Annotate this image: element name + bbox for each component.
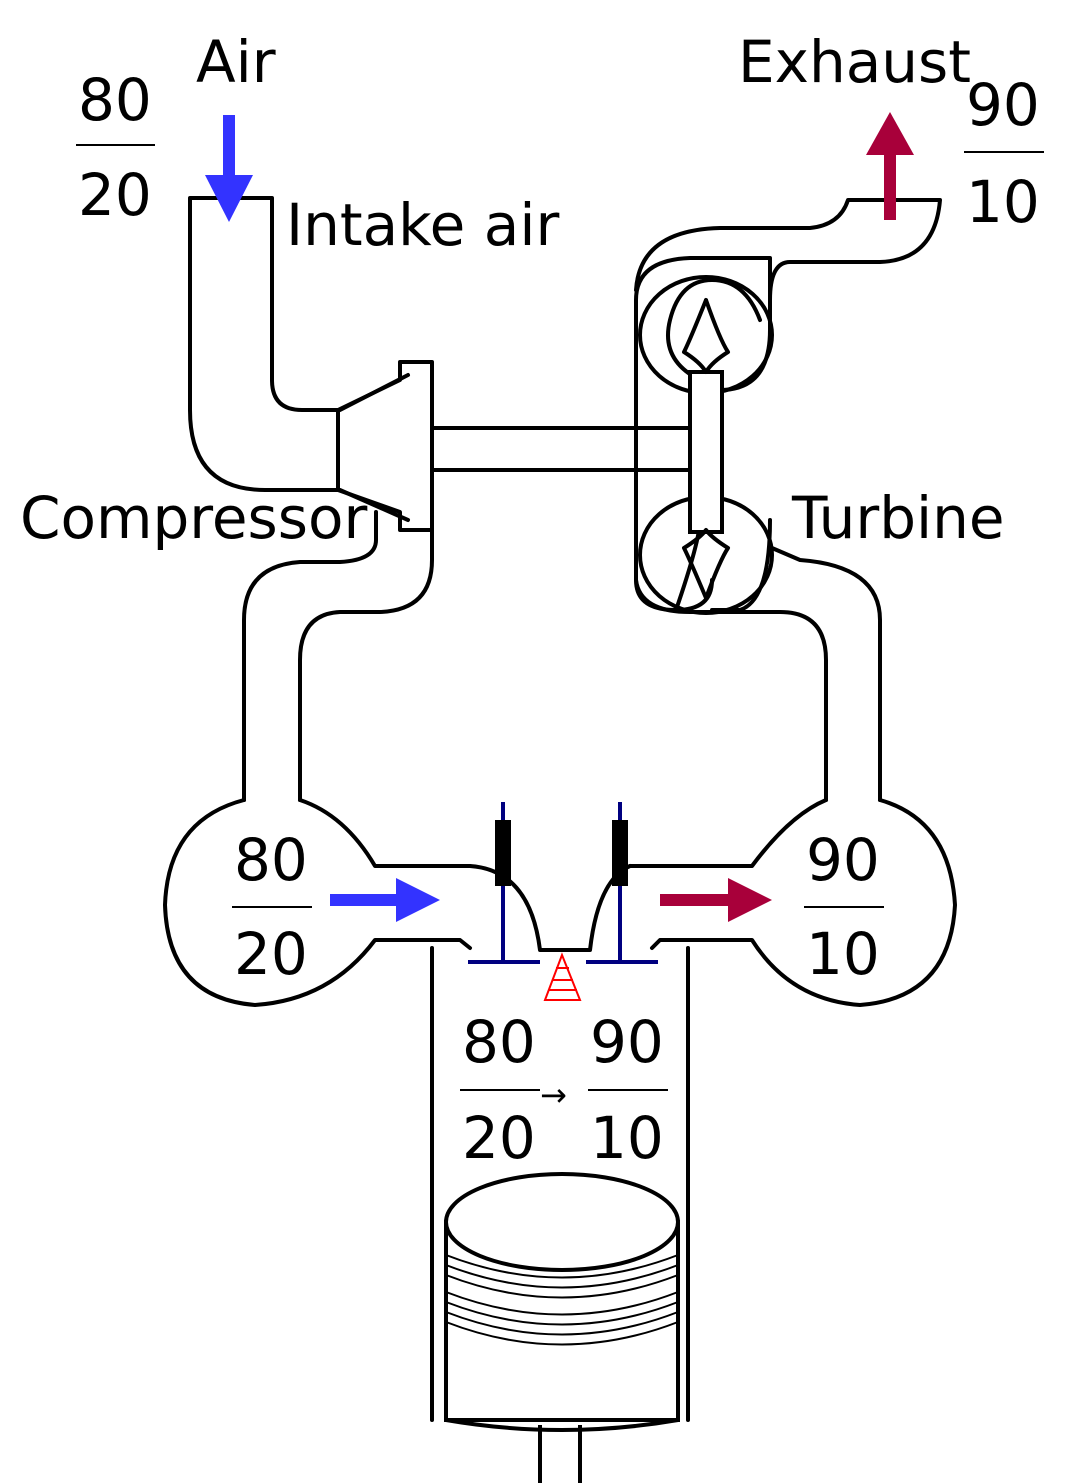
- intake-arrow-icon: [205, 115, 253, 222]
- exhaust-plenum: [628, 798, 957, 1007]
- exhaust-outlet-pipe: [634, 198, 942, 302]
- svg-text:20: 20: [234, 920, 308, 988]
- svg-text:20: 20: [78, 161, 152, 229]
- piston-icon: [444, 1172, 680, 1483]
- svg-text:10: 10: [966, 168, 1040, 236]
- svg-text:90: 90: [806, 826, 880, 894]
- svg-text:80: 80: [462, 1008, 536, 1076]
- exhaust-manifold-fraction: 90 10: [804, 826, 884, 988]
- cylinder-fraction-before: 80 20: [460, 1008, 540, 1172]
- exhaust-label: Exhaust: [738, 28, 971, 96]
- compressor-label: Compressor: [20, 484, 367, 552]
- air-in-fraction: 80 20: [76, 66, 155, 229]
- svg-text:80: 80: [234, 826, 308, 894]
- svg-text:90: 90: [590, 1008, 664, 1076]
- svg-text:10: 10: [590, 1104, 664, 1172]
- exhaust-manifold-arrow-icon: [660, 878, 772, 922]
- turbine-wheel: [688, 370, 724, 534]
- intake-air-label: Intake air: [286, 191, 559, 259]
- compressor-wheel: [336, 373, 410, 522]
- air-label: Air: [196, 28, 276, 96]
- spark-plug-icon: [543, 952, 582, 1001]
- svg-text:20: 20: [462, 1104, 536, 1172]
- svg-text:10: 10: [806, 920, 880, 988]
- cylinder-transition-arrow: →: [540, 1076, 567, 1114]
- exhaust-arrow-icon: [866, 112, 914, 220]
- exhaust-runner: [634, 546, 882, 802]
- cylinder-head-ports: [468, 864, 632, 952]
- intake-plenum: [163, 798, 472, 1007]
- turbine-label: Turbine: [791, 484, 1005, 552]
- valve-icon: [468, 802, 658, 964]
- svg-text:80: 80: [78, 66, 152, 134]
- intake-manifold-arrow-icon: [330, 878, 440, 922]
- svg-text:90: 90: [966, 71, 1040, 139]
- turbo-shaft: [430, 426, 696, 472]
- cylinder-walls: [430, 946, 690, 1422]
- intake-runner: [242, 510, 434, 802]
- intake-manifold-fraction: 80 20: [232, 826, 312, 988]
- turbine-blade-bottom: [682, 528, 730, 600]
- exhaust-out-fraction: 90 10: [964, 71, 1044, 236]
- turbine-blade-top: [682, 298, 730, 374]
- cylinder-fraction-after: 90 10: [588, 1008, 668, 1172]
